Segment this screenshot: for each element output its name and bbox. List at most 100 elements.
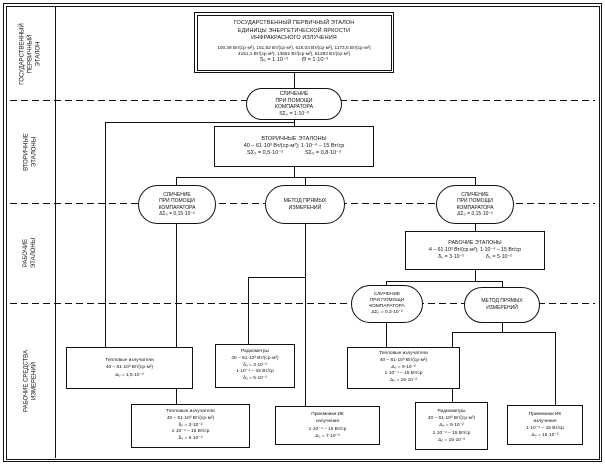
text-line: ПРИ ПОМОЩИ: [369, 297, 405, 303]
error-value: S₀ = 1·10⁻³: [259, 57, 288, 64]
direct-method-oval-secondary: МЕТОД ПРЯМЫХ ИЗМЕРЕНИЙ: [265, 185, 345, 224]
error-value: SΣ₀ = 0,5·10⁻²: [247, 150, 283, 157]
connector-line: [294, 167, 296, 177]
error-value: ΔΣ₀ = 0,3·10⁻²: [371, 310, 403, 316]
text-line: СЛИЧЕНИЕ: [373, 291, 401, 297]
text-line: 1·10⁻⁴ – 15 Вт/ср: [236, 369, 274, 375]
secondary-standards-box: ВТОРИЧНЫЕ ЭТАЛОНЫ 40 – 61·10³ Вт/(ср·м²)…: [214, 126, 374, 167]
thermal-emitters-box-1: Тепловые излучатели 40 – 61·10³ Вт/(ср·м…: [66, 347, 193, 389]
text-line: ИЗМЕРЕНИЙ: [288, 204, 322, 211]
text-line: СЛИЧЕНИЕ: [461, 191, 489, 198]
connector-line: [294, 73, 296, 88]
connector-line: [248, 277, 306, 279]
text-line: ПРИ ПОМОЩИ: [275, 97, 313, 104]
level-separator-3: [10, 303, 595, 304]
error-value: ΔΣ₀ = 0,15·10⁻²: [159, 211, 195, 217]
text-line: ВТОРИЧНЫЕ ЭТАЛОНЫ: [261, 135, 327, 142]
text-line: РАБОЧИЕ ЭТАЛОНЫ: [448, 240, 502, 247]
working-standards-box: РАБОЧИЕ ЭТАЛОНЫ 4 – 61·10³ Вт/(ср·м²); 1…: [405, 231, 545, 270]
error-value: SΣ₀ = 0,8·10⁻²: [305, 150, 341, 157]
connector-line: [386, 281, 388, 286]
text-line: излучения: [533, 418, 557, 424]
text-line: излучения: [315, 419, 340, 425]
error-value: SΣ₀ = 1·10⁻³: [279, 110, 309, 117]
text-line: ИЗМЕРЕНИЙ: [486, 305, 518, 311]
sidebar-divider-line: [55, 7, 57, 458]
error-value: δ₀ = 5·10⁻²: [243, 376, 267, 382]
comparator-comparison-oval-left: СЛИЧЕНИЕ ПРИ ПОМОЩИ КОМПАРАТОРА ΔΣ₀ = 0,…: [138, 185, 216, 224]
error-value: δ₀ = 5·10⁻²: [486, 253, 512, 260]
text-line: 4151,1 Вт/(ср·м²), 13691 Вт/(ср·м²), 612…: [237, 51, 351, 57]
thermal-emitters-box-2: Тепловые излучатели 40 – 61·10³ Вт/(ср·м…: [347, 347, 460, 389]
error-value: Θ = 1·10⁻³: [301, 57, 329, 64]
connector-line: [475, 270, 477, 281]
text-line: 40 – 61·10³ Вт/(ср·м²); 1·10⁻⁴ – 15 Вт/с…: [243, 142, 345, 149]
connector-line: [502, 323, 504, 332]
connector-line: [105, 122, 107, 347]
text-line: МЕТОД ПРЯМЫХ: [283, 197, 327, 204]
sidebar-label-working-instruments: РАБОЧИЕ СРЕДСТВА ИЗМЕРЕНИЙ: [23, 349, 37, 412]
connector-line: [386, 323, 388, 347]
state-primary-standard-box: ГОСУДАРСТВЕННЫЙ ПЕРВИЧНЫЙ ЭТАЛОН ЕДИНИЦЫ…: [194, 12, 394, 73]
text-line: Радиометры: [241, 348, 269, 354]
sidebar-label-secondary-standards: ВТОРИЧНЫЕ ЭТАЛОНЫ: [23, 132, 37, 171]
connector-line: [305, 277, 307, 406]
connector-line: [305, 177, 307, 185]
error-value: δ₀ = 3·10⁻²: [243, 362, 267, 368]
text-line: ГОСУДАРСТВЕННЫЙ ПЕРВИЧНЫЙ ЭТАЛОН: [233, 20, 355, 27]
outer-frame: [3, 3, 602, 462]
text-line: Тепловые излучатели: [105, 358, 154, 364]
text-line: 1·10⁻⁴ – 15 Вт/ср: [171, 429, 210, 435]
comparator-comparison-oval-right: СЛИЧЕНИЕ ПРИ ПОМОЩИ КОМПАРАТОРА ΔΣ₀ = 0,…: [436, 185, 514, 224]
text-line: 1·10⁻⁴ – 15 Вт/ср: [526, 426, 564, 431]
connector-line: [176, 177, 178, 185]
connector-line: [502, 281, 504, 288]
text-line: КОМПАРАТОРА: [158, 204, 196, 211]
text-line: 40 – 61·10³ Вт/(ср·м²): [427, 416, 476, 422]
text-line: 40 – 61·10³ Вт/(ср·м²): [105, 365, 154, 371]
text-line: ИНФРАКРАСНОГО ИЗЛУЧЕНИЯ: [251, 34, 337, 41]
text-line: КОМПАРАТОРА: [456, 204, 494, 211]
direct-method-oval-working: МЕТОД ПРЯМЫХ ИЗМЕРЕНИЙ: [464, 287, 540, 323]
connector-line: [475, 177, 477, 185]
error-value: Δ₀ = 9·10⁻²: [439, 423, 464, 429]
comparator-comparison-oval-primary: СЛИЧЕНИЕ ПРИ ПОМОЩИ КОМПАРАТОРА SΣ₀ = 1·…: [246, 88, 342, 120]
connector-line: [294, 120, 296, 126]
connector-line: [305, 224, 307, 277]
connector-line: [176, 177, 475, 179]
text-line: 40 – 61·10³ Вт/(ср·м²): [379, 357, 428, 363]
ik-receivers-box-2: Приемники ИК излучения 1·10⁻⁴ – 15 Вт/ср…: [507, 405, 583, 445]
connector-line: [176, 224, 178, 404]
text-line: ПРИ ПОМОЩИ: [159, 198, 195, 204]
thermal-emitters-box-3: Тепловые излучатели 40 – 61·10³ Вт/(ср·м…: [131, 404, 250, 448]
error-value: Δ₀ = 15·10⁻²: [531, 433, 559, 439]
radiometers-box-2: Радиометры 40 – 61·10³ Вт/(ср·м²) Δ₀ = 9…: [415, 402, 488, 450]
connector-line: [248, 277, 250, 344]
text-line: 40 – 61·10³ Вт/(ср·м²): [166, 415, 215, 421]
text-line: Тепловые излучатели: [379, 351, 428, 356]
text-line: ЕДИНИЦЫ ЭНЕРГЕТИЧЕСКОЙ ЯРКОСТИ: [237, 27, 351, 34]
text-line: КОМПАРАТОРА: [274, 104, 314, 110]
error-value: ΔΣ₀ = 0,15·10⁻²: [457, 211, 493, 217]
error-value: Δ₀ = 7·10⁻²: [315, 433, 340, 439]
error-value: δ₀ = 5·10⁻²: [178, 436, 203, 442]
connector-line: [555, 332, 557, 405]
error-value: Δ₀ = 15·10⁻²: [437, 437, 466, 443]
text-line: Приемники ИК: [528, 411, 562, 417]
text-line: Приемники ИК: [311, 412, 344, 418]
text-line: 1·10⁻⁴ – 15 Вт/ср: [384, 371, 423, 377]
error-value: Δ₀ = 15·10⁻²: [389, 378, 418, 384]
sidebar-label-working-standards: РАБОЧИЕ ЭТАЛОНЫ: [23, 237, 37, 269]
text-line: СЛИЧЕНИЕ: [279, 91, 309, 97]
error-value: Δ₀ = 1,5·10⁻²: [115, 372, 144, 378]
text-line: Тепловые излучатели: [166, 408, 215, 414]
text-line: 1·10⁻⁴ – 15 Вт/ср: [432, 430, 471, 436]
ik-receivers-box-1: Приемники ИК излучения 1·10⁻⁴ – 15 Вт/ср…: [275, 406, 380, 445]
error-value: δ₀ = 3·10⁻²: [438, 253, 464, 260]
text-line: 4 – 61·10³ Вт/(ср·м²); 1·10⁻⁴ – 15 Вт/ср: [429, 247, 521, 254]
connector-line: [105, 122, 294, 124]
text-line: МЕТОД ПРЯМЫХ: [481, 298, 523, 305]
text-line: КОМПАРАТОРА: [369, 304, 405, 309]
text-line: 40 – 61·10³ Вт/(ср·м²): [231, 355, 279, 361]
